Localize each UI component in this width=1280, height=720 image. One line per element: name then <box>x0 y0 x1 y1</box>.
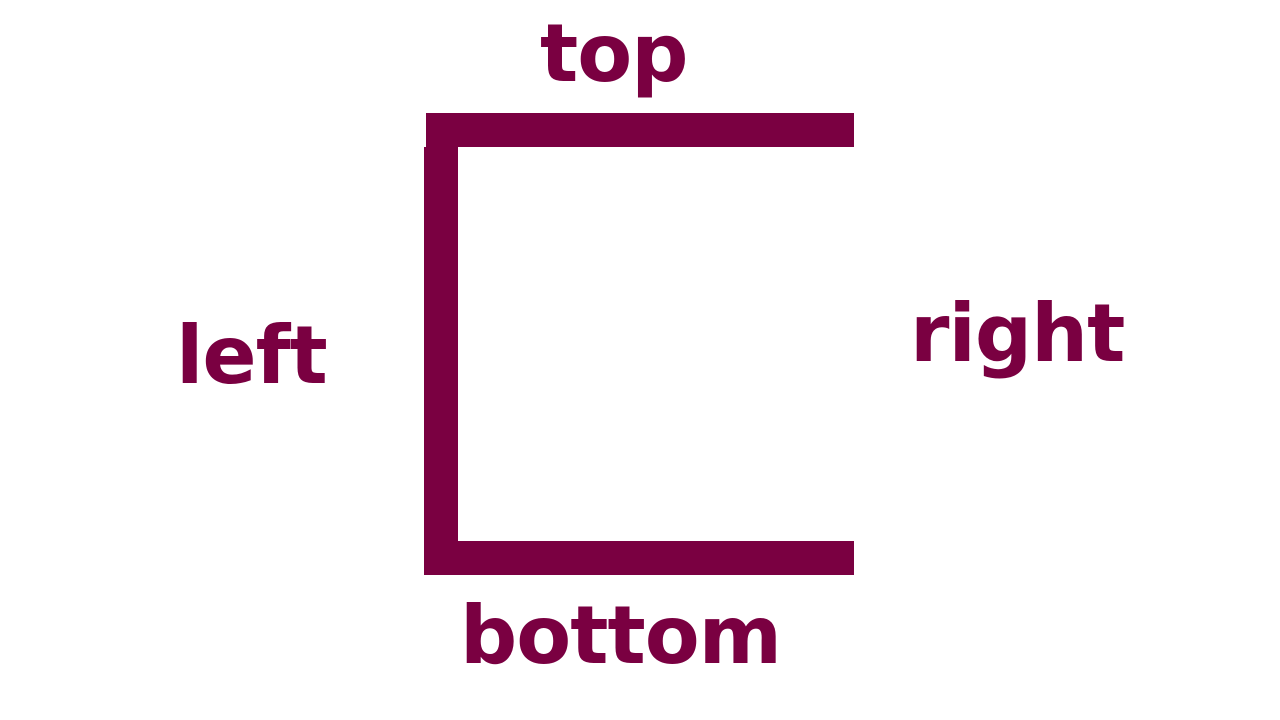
top-border-bar <box>426 113 854 147</box>
left-border-bar <box>424 147 458 575</box>
label-top: top <box>540 7 688 100</box>
label-right: right <box>910 287 1125 380</box>
label-left: left <box>176 309 328 402</box>
bottom-border-bar <box>424 541 854 575</box>
label-bottom: bottom <box>460 589 782 682</box>
